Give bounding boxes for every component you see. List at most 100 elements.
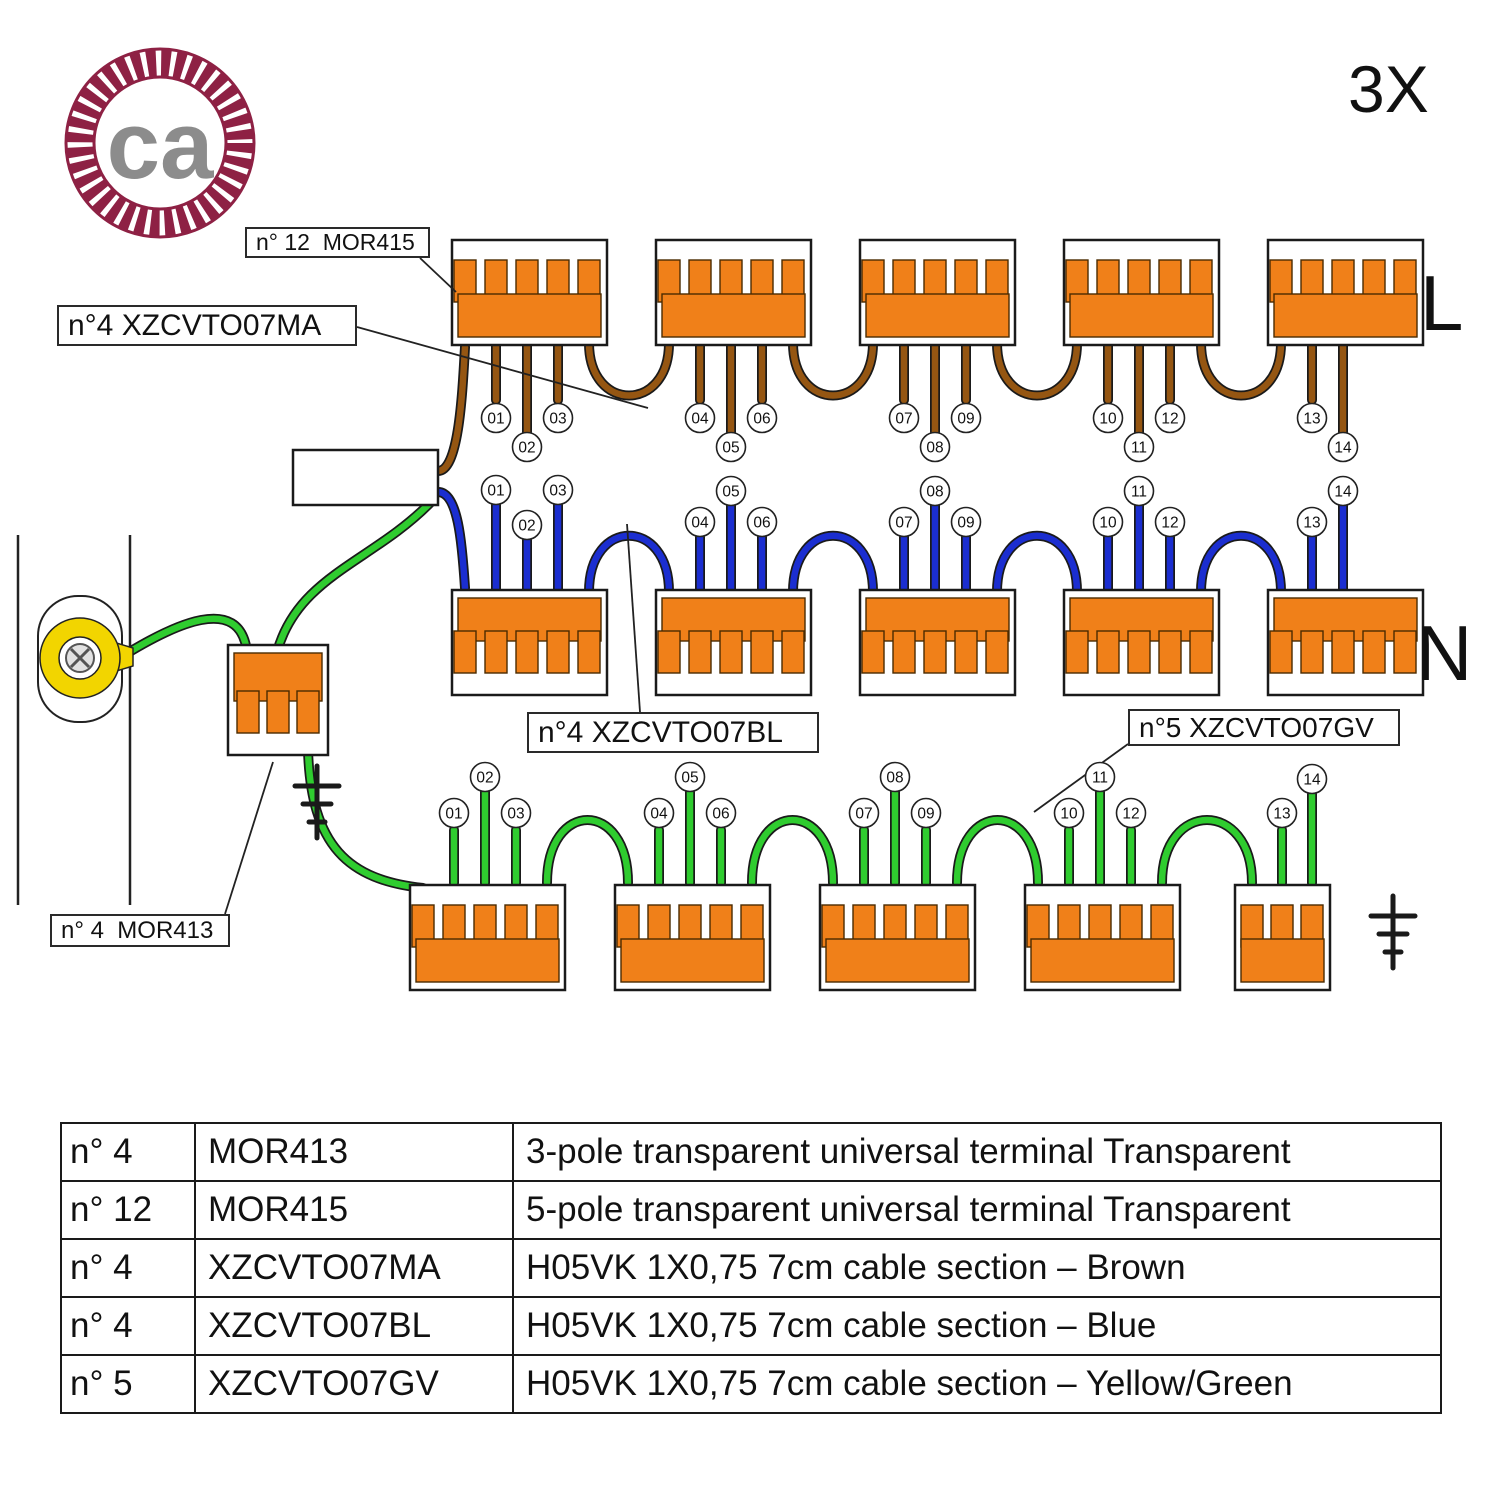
wire-number-label: 05: [722, 484, 739, 501]
wire-number-badge-earth: [438, 797, 470, 829]
wire-number-label: 14: [1334, 440, 1352, 457]
clamp-body: [415, 938, 560, 983]
wire-number-badge-live: [511, 431, 543, 463]
terminal-block-neutral: [1266, 588, 1425, 697]
wire-number-label: 09: [917, 806, 934, 823]
terminal-block-earth: [613, 883, 772, 992]
terminal-block-live: [1266, 238, 1425, 347]
clamp-body: [661, 293, 806, 338]
line-label-neutral: N: [1416, 609, 1473, 697]
callout-xzcvto07ma: n°4 XZCVTO07MA: [57, 305, 357, 346]
wire-number-badge-earth: [674, 761, 706, 793]
bom-qty: n° 4: [60, 1238, 196, 1298]
wire-number-badge-neutral: [715, 475, 747, 507]
wire-number-badge-live: [888, 402, 920, 434]
clamp-lever: [985, 630, 1009, 674]
wire-number-badge-live: [1296, 402, 1328, 434]
clamp-lever: [657, 630, 681, 674]
wire-number-badge-earth: [1115, 797, 1147, 829]
wire-number-badge-neutral: [1154, 506, 1186, 538]
wire-number-label: 10: [1060, 806, 1078, 823]
earth-feed-wire: [273, 499, 434, 656]
wire-number-badge-earth: [1053, 797, 1085, 829]
earth-distribution-wire-outline: [303, 745, 428, 893]
clamp-lever: [750, 630, 774, 674]
earth-loop-wire-outline: [1157, 815, 1257, 888]
wire-number-label: 04: [691, 515, 709, 532]
clamp-lever: [1065, 630, 1089, 674]
logo-text: ca: [107, 92, 214, 199]
bom-qty: n° 5: [60, 1354, 196, 1414]
bom-description: H05VK 1X0,75 7cm cable section – Blue: [512, 1296, 1442, 1356]
clamp-body: [825, 938, 970, 983]
neutral-loop-wire: [789, 532, 877, 596]
clamp-body: [865, 293, 1010, 338]
callout-mor413: n° 4 MOR413: [50, 914, 230, 947]
bom-code: MOR415: [194, 1180, 514, 1240]
live-feed-wire: [434, 343, 469, 475]
earth-loop-wire: [543, 816, 632, 887]
wire-number-label: 03: [507, 806, 524, 823]
wire-number-badge-live: [1092, 402, 1124, 434]
earth-loop-wire-outline: [542, 815, 633, 888]
clamp-lever: [1331, 630, 1355, 674]
leader-line: [1033, 743, 1129, 813]
wire-number-badge-earth: [705, 797, 737, 829]
neutral-loop-wire-outline: [788, 530, 878, 597]
wire-number-label: 06: [712, 806, 729, 823]
neutral-loop-wire: [1197, 532, 1285, 596]
earth-distribution-wire: [304, 746, 427, 892]
wire-number-badge-earth: [848, 797, 880, 829]
clamp-lever: [1096, 630, 1120, 674]
wire-number-badge-earth: [469, 761, 501, 793]
wire-number-label: 06: [753, 411, 770, 428]
bom-description: 3-pole transparent universal terminal Tr…: [512, 1122, 1442, 1182]
wire-number-badge-live: [950, 402, 982, 434]
wire-number-label: 10: [1099, 515, 1117, 532]
clamp-lever: [296, 690, 320, 734]
bom-description: H05VK 1X0,75 7cm cable section – Yellow/…: [512, 1354, 1442, 1414]
clamp-lever: [515, 630, 539, 674]
wire-number-label: 09: [957, 515, 974, 532]
terminal-block-neutral: [654, 588, 813, 697]
wire-number-label: 14: [1303, 772, 1321, 789]
live-loop-wire-outline: [788, 338, 878, 401]
wire-number-badge-live: [542, 402, 574, 434]
wire-number-badge-live: [1327, 431, 1359, 463]
neutral-loop-wire-outline: [992, 530, 1082, 597]
wire-number-label: 01: [445, 806, 462, 823]
brand-logo: ca: [64, 47, 256, 239]
wire-number-label: 01: [487, 483, 504, 500]
logo-rope-ring: [66, 49, 254, 237]
wire-number-label: 01: [487, 411, 504, 428]
clamp-lever: [1127, 630, 1151, 674]
clamp-lever: [484, 630, 508, 674]
wire-number-label: 03: [549, 411, 566, 428]
clamp-body: [1069, 293, 1214, 338]
wire-number-badge-neutral: [888, 506, 920, 538]
wire-number-badge-neutral: [511, 509, 543, 541]
clamp-lever: [1189, 630, 1213, 674]
logo-ring-inner-edge: [92, 75, 228, 211]
clamp-lever: [719, 630, 743, 674]
bom-qty: n° 4: [60, 1296, 196, 1356]
wire-number-label: 11: [1092, 770, 1108, 787]
clamp-lever: [923, 630, 947, 674]
wire-number-badge-neutral: [1327, 475, 1359, 507]
terminal-block-neutral: [1062, 588, 1221, 697]
clamp-body: [620, 938, 765, 983]
terminal-block-earth: [1233, 883, 1332, 992]
wire-number-badge-earth: [879, 761, 911, 793]
neutral-loop-wire: [993, 532, 1081, 596]
wire-number-label: 13: [1303, 515, 1320, 532]
wire-number-label: 13: [1273, 806, 1290, 823]
live-loop-wire-outline: [584, 338, 674, 401]
wire-number-label: 11: [1131, 440, 1147, 457]
wire-number-label: 04: [650, 806, 668, 823]
clamp-lever: [688, 630, 712, 674]
wire-number-label: 02: [518, 518, 535, 535]
